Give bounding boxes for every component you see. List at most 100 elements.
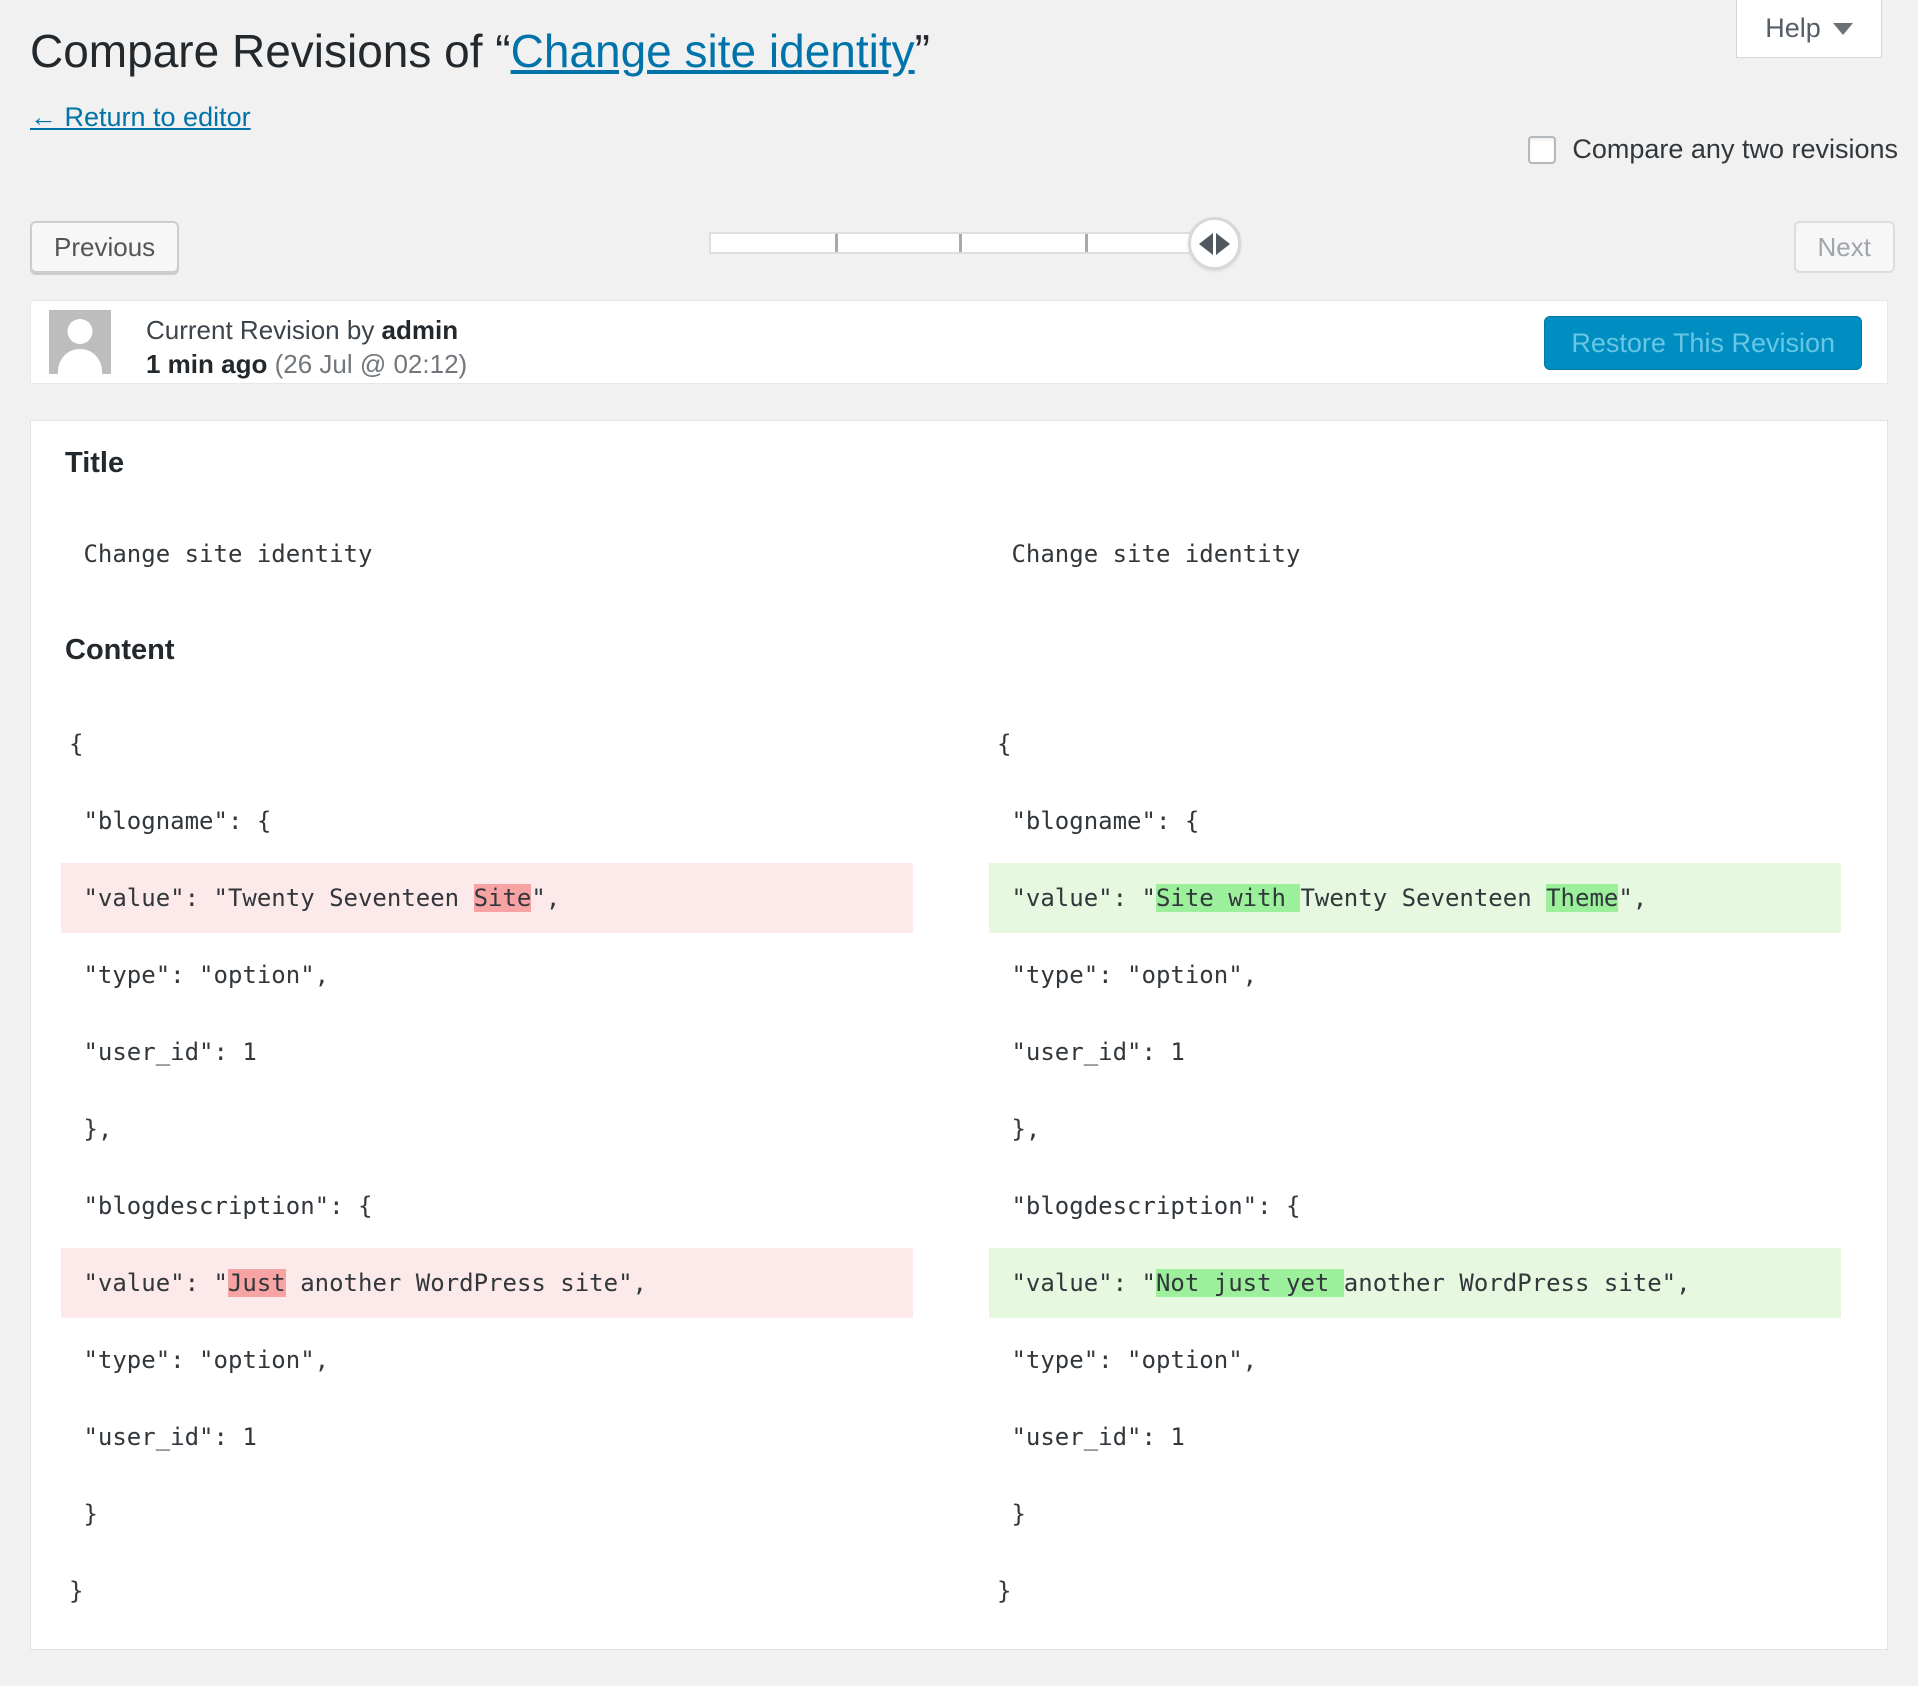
- diff-text: ",: [531, 884, 560, 912]
- title-right-value: Change site identity: [989, 519, 1841, 589]
- avatar: [49, 310, 111, 374]
- diff-text: "type": "option",: [69, 1346, 329, 1374]
- revision-time-line: 1 min ago (26 Jul @ 02:12): [146, 347, 467, 381]
- diff-line-ctx: {: [989, 709, 1841, 779]
- next-button[interactable]: Next: [1794, 221, 1895, 273]
- content-column-right: { "blogname": { "value": "Site with Twen…: [989, 709, 1841, 1633]
- diff-text: another WordPress site",: [286, 1269, 647, 1297]
- title-section-heading: Title: [65, 447, 124, 480]
- diff-text: "value": ": [997, 884, 1156, 912]
- diff-text: }: [997, 1577, 1011, 1605]
- diff-line-ctx: "type": "option",: [61, 1325, 913, 1395]
- diff-text: "user_id": 1: [69, 1423, 257, 1451]
- added-word: Theme: [1546, 884, 1618, 912]
- revision-timestamp: (26 Jul @ 02:12): [267, 349, 467, 379]
- diff-line-ctx: },: [61, 1094, 913, 1164]
- chevron-down-icon: [1833, 23, 1853, 35]
- previous-button[interactable]: Previous: [30, 221, 179, 273]
- diff-text: {: [997, 730, 1011, 758]
- diff-text: }: [69, 1500, 98, 1528]
- revision-author: admin: [382, 315, 459, 345]
- revision-title-prefix: Current Revision by: [146, 315, 382, 345]
- post-title-link[interactable]: Change site identity: [511, 25, 915, 77]
- arrow-left-icon: [1199, 233, 1213, 255]
- avatar-shoulders-shape: [58, 349, 102, 374]
- title-column-right: Change site identity: [989, 519, 1841, 596]
- diff-text: "blogname": {: [69, 807, 271, 835]
- diff-line-ctx: {: [61, 709, 913, 779]
- diff-line-ctx: "blogdescription": {: [61, 1171, 913, 1241]
- diff-text: "blogdescription": {: [69, 1192, 372, 1220]
- diff-line-ctx: "type": "option",: [989, 940, 1841, 1010]
- diff-text: {: [69, 730, 83, 758]
- title-left-value: Change site identity: [61, 519, 913, 589]
- content-column-left: { "blogname": { "value": "Twenty Sevente…: [61, 709, 913, 1633]
- diff-line-ctx: "blogdescription": {: [989, 1171, 1841, 1241]
- page-title: Compare Revisions of “Change site identi…: [30, 24, 930, 78]
- content-section-heading: Content: [65, 634, 175, 667]
- compare-two-revisions-control[interactable]: Compare any two revisions: [1528, 134, 1898, 165]
- current-revision-bar: Current Revision by admin 1 min ago (26 …: [30, 300, 1888, 384]
- diff-text: "user_id": 1: [997, 1423, 1185, 1451]
- arrow-right-icon: [1216, 233, 1230, 255]
- revisions-diff-panel: Title Change site identity Change site i…: [30, 420, 1888, 1650]
- revision-slider-track[interactable]: [709, 232, 1240, 254]
- diff-text: }: [69, 1577, 83, 1605]
- diff-text: },: [69, 1115, 112, 1143]
- slider-tick: [835, 234, 838, 252]
- diff-line-ctx: "type": "option",: [989, 1325, 1841, 1395]
- diff-line-ctx: "user_id": 1: [989, 1402, 1841, 1472]
- revision-meta: Current Revision by admin 1 min ago (26 …: [146, 313, 467, 381]
- added-word: Site with: [1156, 884, 1301, 912]
- revision-time-ago: 1 min ago: [146, 349, 267, 379]
- diff-line-ins: "value": "Not just yet another WordPress…: [989, 1248, 1841, 1318]
- diff-text: Twenty Seventeen: [1300, 884, 1546, 912]
- diff-text: },: [997, 1115, 1040, 1143]
- help-label: Help: [1765, 13, 1821, 44]
- diff-text: "blogname": {: [997, 807, 1199, 835]
- diff-line-ctx: "user_id": 1: [61, 1017, 913, 1087]
- diff-line-ctx: "blogname": {: [989, 786, 1841, 856]
- diff-text: "user_id": 1: [69, 1038, 257, 1066]
- title-diff-row: Change site identity Change site identit…: [61, 519, 1841, 596]
- slider-tick: [1085, 234, 1088, 252]
- deleted-word: Site: [474, 884, 532, 912]
- return-to-editor-link[interactable]: ← Return to editor: [30, 102, 251, 133]
- diff-text: "type": "option",: [69, 961, 329, 989]
- revision-slider-handle[interactable]: [1188, 217, 1241, 270]
- compare-two-revisions-checkbox[interactable]: [1528, 136, 1556, 164]
- deleted-word: Just: [228, 1269, 286, 1297]
- diff-line-ctx: "type": "option",: [61, 940, 913, 1010]
- diff-line-ctx: }: [989, 1556, 1841, 1626]
- revision-author-line: Current Revision by admin: [146, 313, 467, 347]
- content-diff-row: { "blogname": { "value": "Twenty Sevente…: [61, 709, 1841, 1633]
- diff-line-del: "value": "Twenty Seventeen Site",: [61, 863, 913, 933]
- diff-text: ",: [1618, 884, 1647, 912]
- diff-line-ctx: "user_id": 1: [989, 1017, 1841, 1087]
- diff-line-ctx: },: [989, 1094, 1841, 1164]
- slider-tick: [959, 234, 962, 252]
- diff-line-ctx: }: [61, 1556, 913, 1626]
- restore-this-revision-button[interactable]: Restore This Revision: [1544, 316, 1862, 370]
- diff-text: "user_id": 1: [997, 1038, 1185, 1066]
- diff-text: "value": ": [69, 1269, 228, 1297]
- diff-text: "blogdescription": {: [997, 1192, 1300, 1220]
- diff-line-ctx: "blogname": {: [61, 786, 913, 856]
- compare-two-revisions-label: Compare any two revisions: [1572, 134, 1898, 165]
- diff-text: "type": "option",: [997, 961, 1257, 989]
- page-title-prefix: Compare Revisions of “: [30, 25, 511, 77]
- title-column-left: Change site identity: [61, 519, 913, 596]
- diff-text: another WordPress site",: [1344, 1269, 1691, 1297]
- diff-line-ctx: "user_id": 1: [61, 1402, 913, 1472]
- diff-line-ctx: }: [989, 1479, 1841, 1549]
- diff-line-ctx: }: [61, 1479, 913, 1549]
- diff-line-del: "value": "Just another WordPress site",: [61, 1248, 913, 1318]
- help-tab[interactable]: Help: [1736, 0, 1882, 58]
- added-word: Not just yet: [1156, 1269, 1344, 1297]
- diff-text: "value": ": [997, 1269, 1156, 1297]
- diff-text: }: [997, 1500, 1026, 1528]
- diff-text: "value": "Twenty Seventeen: [69, 884, 474, 912]
- diff-text: "type": "option",: [997, 1346, 1257, 1374]
- page-title-suffix: ”: [915, 25, 930, 77]
